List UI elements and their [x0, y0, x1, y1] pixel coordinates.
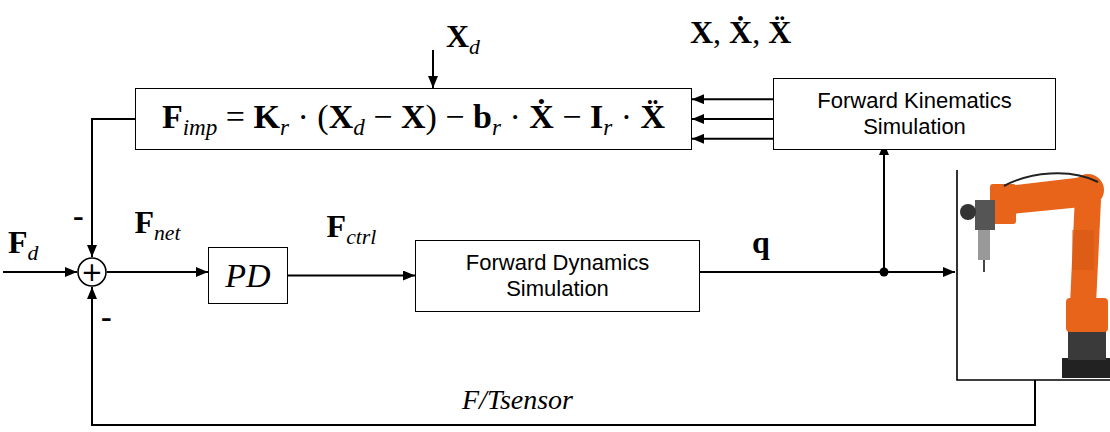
- text-run: F/Tsensor: [462, 384, 573, 415]
- text-run: q: [752, 224, 770, 260]
- robot-sensor: [975, 200, 995, 230]
- process-box: Forward Dynamics Simulation: [415, 240, 700, 312]
- text-run: -: [101, 298, 112, 334]
- robot-base: [1068, 328, 1106, 360]
- text-run: F: [134, 204, 154, 240]
- node-text: +: [81, 259, 103, 285]
- text-run: Ẍ: [768, 14, 791, 50]
- robot-shading: [1072, 230, 1094, 270]
- text-run: d: [28, 241, 39, 265]
- text-run: F: [8, 224, 28, 260]
- text-run: Ẋ: [529, 98, 554, 135]
- text-run: b: [473, 98, 492, 135]
- robot-arm: [1008, 176, 1092, 214]
- text-run: net: [154, 221, 181, 245]
- robot-illustration: [960, 173, 1110, 378]
- text-run: -: [73, 197, 84, 233]
- signal-label: q: [752, 226, 770, 258]
- text-run: ,: [752, 14, 768, 50]
- signal-wire: [883, 143, 885, 272]
- text-run: K: [254, 98, 280, 135]
- node-text: Forward Dynamics Simulation: [416, 250, 699, 303]
- process-box: Forward Kinematics Simulation: [773, 78, 1056, 150]
- signal-wire: [690, 271, 955, 273]
- text-run: X: [446, 18, 469, 54]
- signal-label: Fctrl: [327, 210, 377, 248]
- robot-arm: [1070, 195, 1101, 305]
- signal-arrow: [288, 275, 415, 277]
- node-text: Forward Kinematics Simulation: [774, 88, 1055, 141]
- sign-label: -: [101, 300, 112, 332]
- summing-junction: +: [77, 257, 107, 287]
- impedance-box: Fimp = Kr · (Xd − X) − br · Ẋ − Ir · Ẍ: [135, 88, 692, 150]
- node-text: Fimp = Kr · (Xd − X) − br · Ẋ − Ir · Ẍ: [162, 98, 665, 140]
- text-run: X: [690, 14, 713, 50]
- robot-motor: [960, 204, 976, 220]
- text-run: ctrl: [346, 224, 376, 248]
- signal-label: F/Tsensor: [462, 386, 573, 414]
- robot-cable: [1004, 173, 1098, 186]
- signal-label: Xd: [446, 20, 480, 58]
- text-run: −: [365, 98, 401, 135]
- text-run: Ẋ: [729, 14, 752, 50]
- robot-frame: [957, 170, 1110, 380]
- text-run: +: [81, 257, 103, 287]
- node-text: PD: [225, 259, 270, 293]
- signal-arrow: [92, 119, 135, 257]
- controller-box: PD: [208, 247, 288, 304]
- text-run: PD: [225, 257, 270, 294]
- text-run: −: [554, 98, 590, 135]
- text-run: Ẍ: [641, 98, 666, 135]
- text-run: F: [327, 208, 347, 244]
- text-run: I: [590, 98, 603, 135]
- text-run: d: [353, 114, 365, 140]
- text-run: =: [217, 98, 253, 135]
- text-run: ·: [501, 98, 529, 135]
- robot-tool: [983, 260, 985, 272]
- text-run: Forward Dynamics Simulation: [466, 250, 649, 301]
- text-run: r: [492, 114, 501, 140]
- text-run: d: [469, 35, 480, 59]
- signal-arrow: [692, 118, 773, 120]
- input-arrow: [3, 271, 77, 273]
- text-run: imp: [183, 114, 218, 140]
- signal-arrow: [692, 98, 773, 100]
- text-run: · (: [289, 98, 329, 135]
- robot-tool: [978, 230, 990, 260]
- text-run: ,: [713, 14, 729, 50]
- text-run: ) −: [426, 98, 474, 135]
- text-run: r: [603, 114, 612, 140]
- text-run: X: [401, 98, 426, 135]
- signal-label: X, Ẋ, Ẍ: [690, 16, 791, 48]
- signal-label: Fd: [8, 226, 38, 264]
- text-run: ·: [612, 98, 640, 135]
- text-run: Forward Kinematics Simulation: [817, 88, 1011, 139]
- junction-circle: [78, 258, 106, 286]
- signal-label: Fnet: [134, 206, 180, 244]
- sign-label: -: [73, 199, 84, 231]
- robot-base: [1062, 358, 1110, 378]
- text-run: X: [329, 98, 354, 135]
- text-run: F: [162, 98, 183, 135]
- signal-arrow: [692, 138, 773, 140]
- input-arrow: [432, 50, 434, 88]
- signal-arrow: [107, 271, 208, 273]
- text-run: r: [280, 114, 289, 140]
